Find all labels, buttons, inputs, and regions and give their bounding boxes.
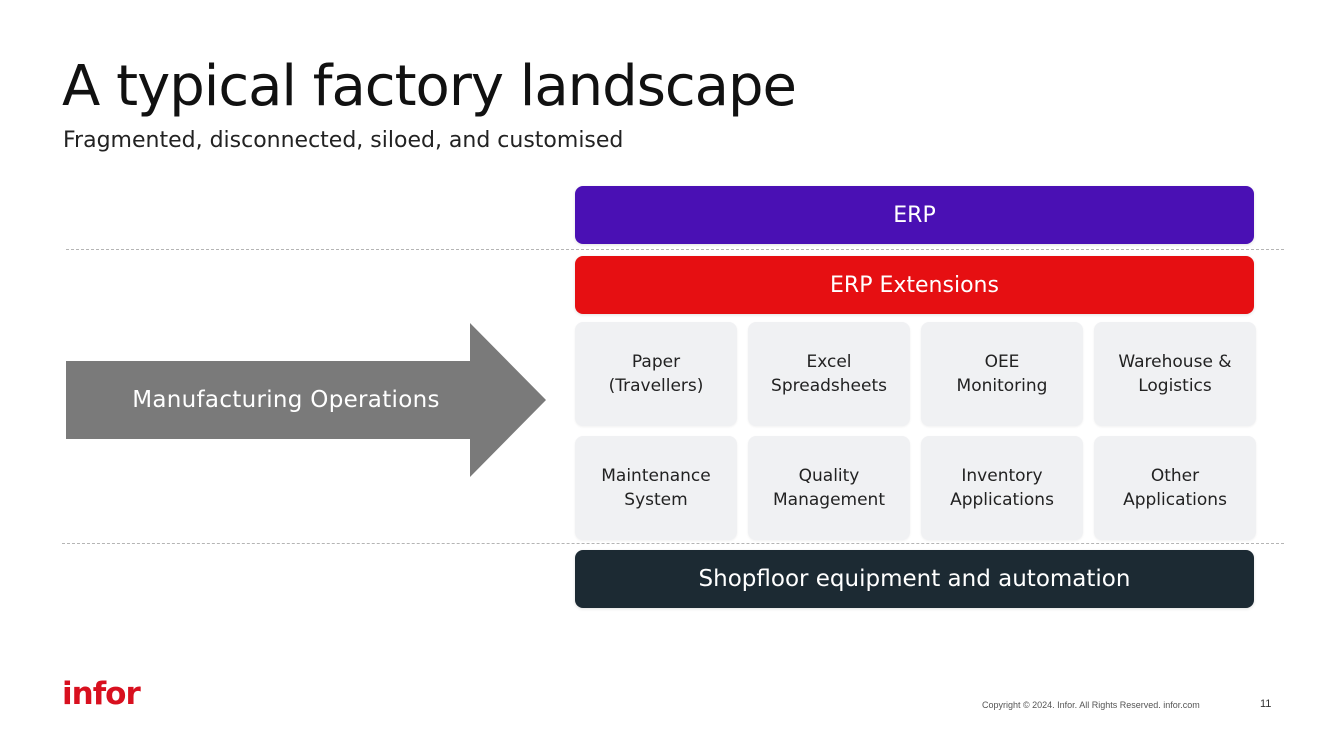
arrow-shape bbox=[66, 323, 546, 477]
manufacturing-operations-arrow: Manufacturing Operations bbox=[66, 323, 546, 477]
shopfloor-layer-label: Shopfloor equipment and automation bbox=[698, 566, 1131, 592]
system-tile-line1: OEE bbox=[984, 352, 1020, 372]
erp-layer: ERP bbox=[575, 186, 1254, 244]
system-tile-oee: OEE Monitoring bbox=[921, 322, 1083, 426]
system-tile-line2: Applications bbox=[1123, 490, 1227, 510]
dashed-divider-top bbox=[66, 249, 1284, 250]
system-tile-excel: Excel Spreadsheets bbox=[748, 322, 910, 426]
system-tile-line1: Inventory bbox=[961, 466, 1043, 486]
system-tile-paper: Paper (Travellers) bbox=[575, 322, 737, 426]
system-tile-maintenance: Maintenance System bbox=[575, 436, 737, 540]
slide-title: A typical factory landscape bbox=[62, 54, 797, 119]
copyright-text: Copyright © 2024. Infor. All Rights Rese… bbox=[982, 700, 1200, 710]
slide-subtitle: Fragmented, disconnected, siloed, and cu… bbox=[63, 128, 624, 153]
system-tile-quality: Quality Management bbox=[748, 436, 910, 540]
dashed-divider-bottom bbox=[62, 543, 1284, 544]
page-number: 11 bbox=[1260, 698, 1272, 710]
system-tile-line1: Paper bbox=[631, 352, 681, 372]
shopfloor-layer: Shopfloor equipment and automation bbox=[575, 550, 1254, 608]
system-tile-line2: (Travellers) bbox=[608, 376, 704, 396]
infor-logo: infor bbox=[62, 676, 141, 712]
arrow-label: Manufacturing Operations bbox=[132, 387, 440, 413]
systems-grid: Paper (Travellers) Excel Spreadsheets OE… bbox=[575, 322, 1256, 540]
system-tile-line2: System bbox=[624, 490, 688, 510]
system-tile-line1: Other bbox=[1150, 466, 1200, 486]
erp-layer-label: ERP bbox=[893, 202, 936, 228]
system-tile-warehouse: Warehouse & Logistics bbox=[1094, 322, 1256, 426]
system-tile-inventory: Inventory Applications bbox=[921, 436, 1083, 540]
system-tile-line1: Maintenance bbox=[601, 466, 711, 486]
erp-extensions-layer: ERP Extensions bbox=[575, 256, 1254, 314]
system-tile-line2: Spreadsheets bbox=[771, 376, 887, 396]
system-tile-line2: Monitoring bbox=[956, 376, 1048, 396]
system-tile-line2: Logistics bbox=[1138, 376, 1212, 396]
system-tile-line2: Applications bbox=[950, 490, 1054, 510]
erp-extensions-layer-label: ERP Extensions bbox=[830, 272, 999, 298]
system-tile-line1: Quality bbox=[798, 466, 860, 486]
system-tile-line1: Excel bbox=[806, 352, 852, 372]
system-tile-other: Other Applications bbox=[1094, 436, 1256, 540]
system-tile-line2: Management bbox=[773, 490, 885, 510]
system-tile-line1: Warehouse & bbox=[1118, 352, 1232, 372]
